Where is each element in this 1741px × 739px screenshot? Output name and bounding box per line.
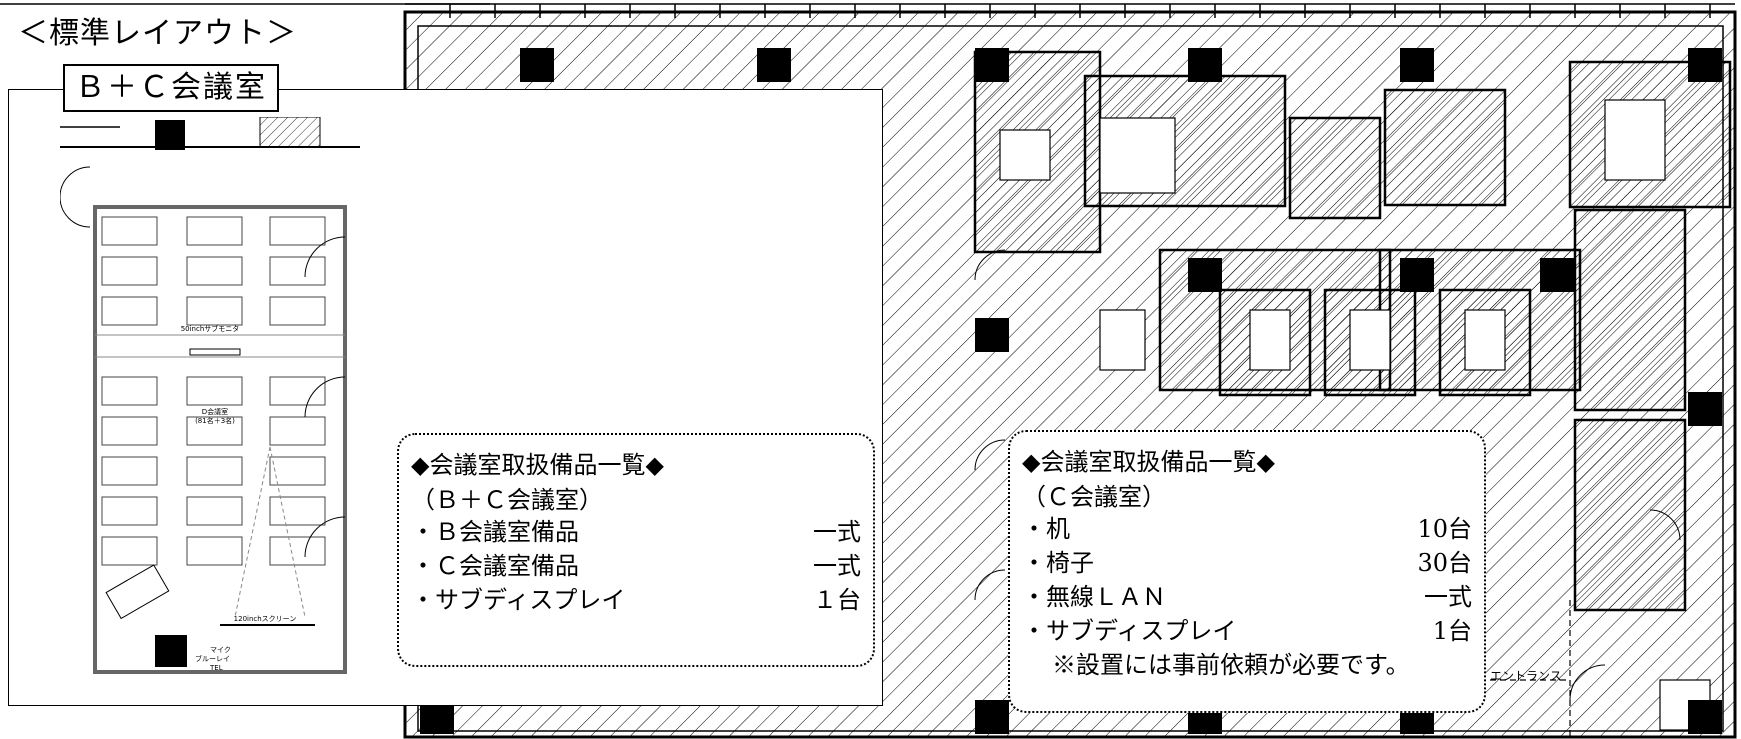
item-qty: 一式 xyxy=(813,518,861,546)
layout-heading: ＜標準レイアウト＞ xyxy=(18,16,297,51)
bluray-label: ブルーレイ xyxy=(195,654,230,663)
item-name: ・サブディスプレイ xyxy=(411,586,626,614)
monitor-label: 50inchサブモニタ xyxy=(181,324,240,333)
equipment-list-bc: ◆会議室取扱備品一覧◆ （Ｂ＋Ｃ会議室） ・Ｂ会議室備品 一式 ・Ｃ会議室備品 … xyxy=(397,433,875,667)
list-item: ・無線ＬＡＮ 一式 xyxy=(1022,580,1472,614)
screen-label: 120inchスクリーン xyxy=(234,615,297,623)
meeting-room-plan: 50inchサブモニタ D会議室 (81名＋3名) 120inchスクリーン マ… xyxy=(60,117,360,674)
room-label: Ｂ＋Ｃ会議室 xyxy=(63,64,279,112)
list-item: ・机 10台 xyxy=(1022,512,1472,546)
item-name: ・サブディスプレイ xyxy=(1022,617,1237,645)
item-name: ・無線ＬＡＮ xyxy=(1022,583,1166,611)
equipment-list-bc-title: ◆会議室取扱備品一覧◆ xyxy=(411,451,664,479)
item-qty: 一式 xyxy=(813,552,861,580)
equipment-list-c-subtitle: （Ｃ会議室） xyxy=(1022,483,1166,511)
list-item: ・サブディスプレイ １台 xyxy=(411,583,861,617)
item-qty: 10台 xyxy=(1417,515,1472,543)
wall-ticks xyxy=(405,3,1735,18)
item-qty: １台 xyxy=(813,586,861,614)
item-name: ・椅子 xyxy=(1022,549,1094,577)
item-name: ・Ｂ会議室備品 xyxy=(411,518,579,546)
equipment-list-bc-subtitle: （Ｂ＋Ｃ会議室） xyxy=(411,486,603,514)
entrance-label: エントランス xyxy=(1490,669,1562,683)
equipment-list-c-footnote: ※設置には事前依頼が必要です。 xyxy=(1052,651,1410,679)
list-item: ・Ｂ会議室備品 一式 xyxy=(411,515,861,549)
equipment-list-c-title: ◆会議室取扱備品一覧◆ xyxy=(1022,448,1275,476)
item-qty: 一式 xyxy=(1424,583,1472,611)
list-item: ・Ｃ会議室備品 一式 xyxy=(411,549,861,583)
plan-room-capacity: (81名＋3名) xyxy=(195,416,235,425)
list-item: ・椅子 30台 xyxy=(1022,546,1472,580)
plan-room-name: D会議室 xyxy=(202,407,228,416)
equipment-list-c: ◆会議室取扱備品一覧◆ （Ｃ会議室） ・机 10台 ・椅子 30台 ・無線ＬＡＮ… xyxy=(1008,430,1486,713)
mic-label: マイク xyxy=(210,646,231,654)
item-qty: 1台 xyxy=(1432,617,1472,645)
item-qty: 30台 xyxy=(1417,549,1472,577)
tel-label: TEL xyxy=(209,664,223,672)
desks xyxy=(101,216,326,566)
item-name: ・机 xyxy=(1022,515,1070,543)
item-name: ・Ｃ会議室備品 xyxy=(411,552,579,580)
list-item: ・サブディスプレイ 1台 xyxy=(1022,614,1472,648)
plan-column xyxy=(155,120,185,150)
